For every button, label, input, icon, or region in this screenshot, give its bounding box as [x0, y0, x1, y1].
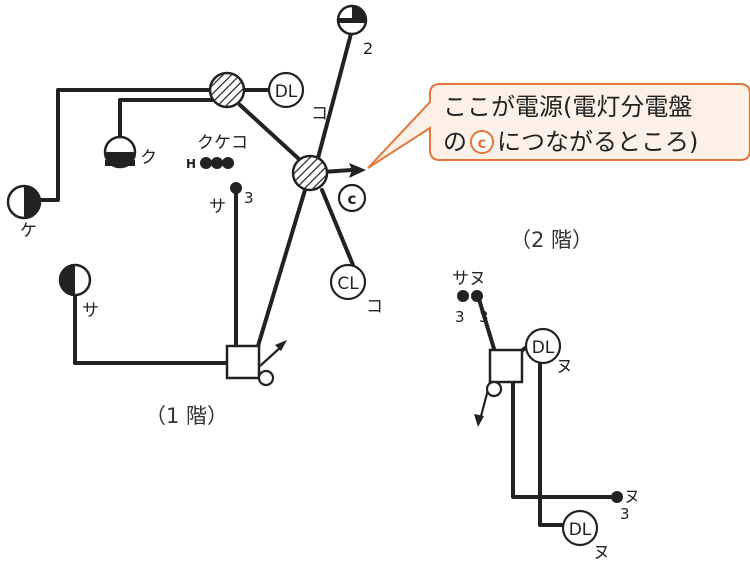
light-sa-label: サ	[82, 301, 99, 321]
switch-sa-label: サ	[209, 197, 226, 217]
switch-group-kukeko: クケコ H	[186, 133, 248, 171]
ceiling-light-cl: CL コ	[329, 263, 383, 317]
switch-nu-right: ヌ 3	[611, 487, 640, 523]
dl-bottom-label: ヌ	[593, 543, 610, 563]
callout-source-letter: c	[478, 134, 487, 152]
cl-symbol: CL	[337, 274, 359, 294]
switch-sa-number: 3	[244, 189, 254, 207]
dl-label: コ	[311, 104, 328, 124]
callout-source-symbol	[470, 130, 494, 154]
second-floor-label: （2 階）	[510, 228, 593, 252]
downlight-ko: DL コ	[267, 71, 328, 124]
downlight-nu-bottom: DL ヌ	[561, 509, 610, 563]
junction-box-2	[291, 154, 329, 192]
first-floor-outlet-box	[225, 340, 287, 387]
switch-right-label: ヌ	[624, 487, 640, 506]
downlight-nu-top: DL ヌ	[524, 327, 573, 377]
power-source-symbol: c	[337, 183, 367, 213]
switch-group-h-label: H	[186, 157, 196, 171]
ceiling-light-2: 2	[336, 4, 373, 58]
light-ku-label: ク	[140, 148, 157, 168]
light-sa: サ	[58, 263, 99, 321]
switch-pair-labels: サヌ	[452, 269, 486, 289]
dl-top-label: ヌ	[556, 357, 573, 377]
dl-bottom-symbol: DL	[569, 520, 592, 540]
dl-symbol: DL	[275, 82, 298, 102]
second-floor-wires	[474, 294, 617, 527]
source-symbol-letter: c	[348, 190, 357, 208]
switch-right-number: 3	[620, 505, 630, 523]
switch-sa: サ 3	[209, 182, 254, 217]
dl-top-symbol: DL	[532, 338, 555, 358]
callout-line-1: ここが電源(電灯分電盤	[443, 93, 692, 121]
switch-group-labels: クケコ	[197, 133, 248, 153]
light-ke-label: ケ	[20, 221, 37, 241]
first-floor-label: （1 階）	[145, 404, 228, 428]
switch-pair-num-2: 3	[479, 308, 489, 326]
callout-line-2-prefix: の	[443, 128, 467, 156]
switch-pair-num-1: 3	[455, 308, 465, 326]
light-ke: ケ	[6, 184, 42, 241]
second-floor-outlet-box	[485, 348, 524, 398]
cl-label: コ	[366, 297, 383, 317]
light-ku: ク	[103, 135, 157, 169]
light-number-label: 2	[363, 39, 373, 58]
junction-box-1	[208, 71, 246, 109]
callout-line-2-suffix: につながるところ)	[497, 128, 698, 156]
switch-pair-sanu: サヌ 3 3	[452, 269, 489, 326]
callout: ここが電源(電灯分電盤 の c につながるところ)	[367, 83, 750, 169]
